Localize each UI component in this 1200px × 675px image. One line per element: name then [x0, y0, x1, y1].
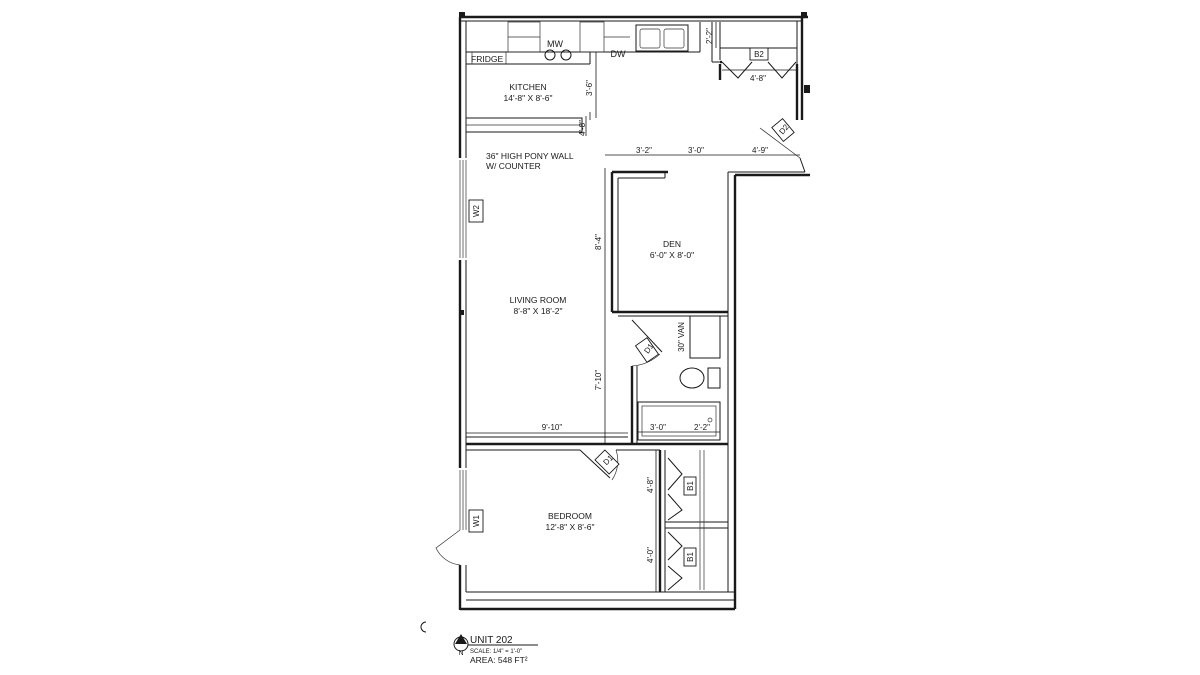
pony-wall-note-1: 36" HIGH PONY WALL	[486, 151, 574, 161]
bathroom	[466, 315, 728, 446]
kitchen-counters	[466, 21, 720, 65]
tag-b2: B2	[749, 47, 769, 61]
tag-b1-top: B1	[683, 476, 697, 496]
dim-closet-depth: 2'-2"	[705, 28, 714, 44]
dim-den-left: 3'-2"	[636, 146, 652, 155]
dimension-lines	[466, 22, 800, 592]
kitchen-size: 14'-8" X 8'-6"	[504, 93, 553, 103]
dishwasher-label: DW	[611, 49, 626, 59]
dim-den-mid: 3'-0"	[688, 146, 704, 155]
dim-bath-remain: 2'-2"	[694, 423, 710, 432]
svg-text:W1: W1	[472, 514, 481, 527]
tag-w2: W2	[468, 199, 484, 223]
pony-wall-note-2: W/ COUNTER	[486, 161, 541, 171]
kitchen-name: KITCHEN	[509, 82, 546, 92]
pony-wall	[465, 116, 587, 158]
dim-bath-height: 7'-10"	[594, 370, 603, 391]
dim-entry: 4'-9"	[752, 146, 768, 155]
unit-title: UNIT 202	[470, 635, 513, 646]
den-size: 6'-0" X 8'-0"	[650, 250, 694, 260]
bedroom-name: BEDROOM	[548, 511, 592, 521]
tag-d1-bath: D1	[634, 337, 660, 363]
living-room-name: LIVING ROOM	[510, 295, 567, 305]
den-walls	[610, 170, 728, 317]
dim-den-height: 8'-4"	[594, 234, 603, 250]
bedroom-size: 12'-8" X 8'-6"	[546, 522, 595, 532]
title-block: N UNIT 202 SCALE: 1/4" = 1'-0" AREA: 548…	[420, 621, 538, 665]
tag-d2: D2	[771, 117, 795, 143]
svg-text:B2: B2	[754, 50, 764, 59]
dim-living-width: 9'-10"	[542, 423, 563, 432]
tag-d1-bed: D1	[594, 449, 620, 475]
den-name: DEN	[663, 239, 681, 249]
svg-text:W2: W2	[472, 204, 481, 217]
dim-kitchen-depth: 3'-6"	[585, 80, 594, 96]
tag-b1-bottom: B1	[683, 547, 697, 567]
living-room-size: 8'-8" X 18'-2"	[514, 306, 563, 316]
area-text: AREA: 548 FT²	[470, 655, 528, 665]
dim-bed-closet-bottom: 4'-0"	[646, 547, 655, 563]
bedroom-walls	[466, 449, 728, 592]
d2-door-leaf	[759, 127, 801, 159]
dim-closet-width: 4'-8"	[750, 74, 766, 83]
north-label: N	[458, 650, 463, 657]
dim-tub-width: 3'-0"	[650, 423, 666, 432]
microwave-label: MW	[547, 39, 563, 49]
tag-w1: W1	[468, 509, 484, 533]
vanity-label: 30" VAN	[677, 322, 686, 352]
scale-text: SCALE: 1/4" = 1'-0"	[470, 649, 522, 655]
fridge-label: FRIDGE	[471, 54, 503, 64]
w1-swing	[435, 529, 461, 566]
closet-b2	[718, 22, 799, 120]
section-mark-icon	[420, 621, 427, 633]
svg-text:B1: B1	[686, 552, 695, 562]
dim-pony-wall: 4'-8"	[578, 120, 587, 136]
dim-bed-closet-top: 4'-8"	[646, 477, 655, 493]
svg-text:B1: B1	[686, 481, 695, 491]
